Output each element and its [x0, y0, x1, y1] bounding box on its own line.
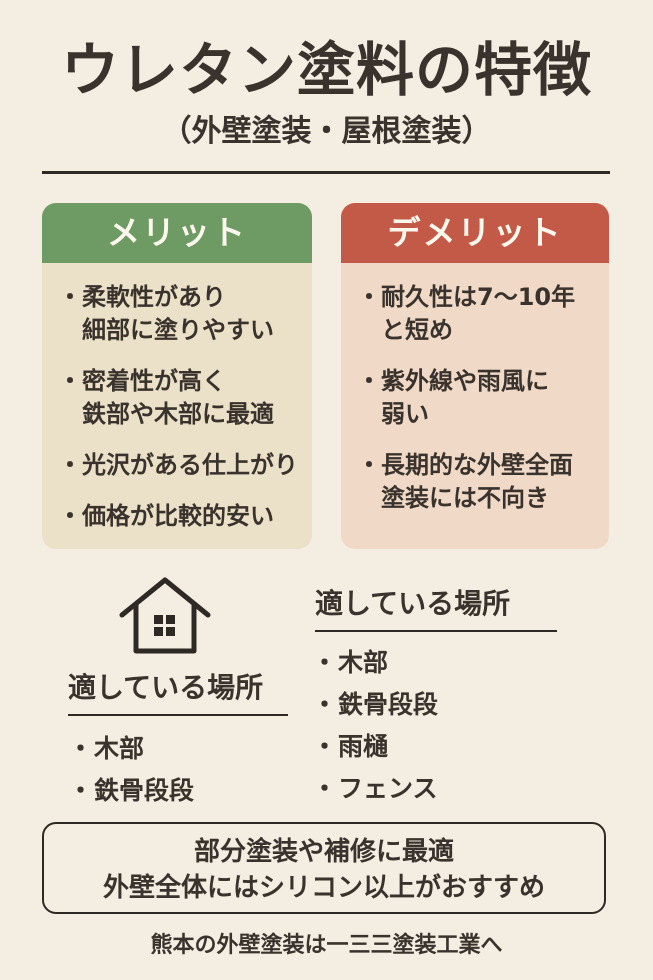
suitable-right-item: 木部: [312, 642, 438, 684]
merit-heading: メリット: [42, 203, 312, 263]
demerit-item-line: 塗装には不向き: [381, 484, 549, 512]
title-divider: [42, 171, 610, 174]
merit-item: 柔軟性があり 細部に塗りやすい: [58, 281, 312, 347]
demerit-list: 耐久性は7〜10年 と短め 紫外線や雨風に 弱い 長期的な外壁全面 塗装には不向…: [341, 263, 609, 515]
footer-text: 熊本の外壁塗装は一三三塗装工業へ: [150, 933, 503, 958]
recommendation-line-1: 部分塗装や補修に最適: [193, 837, 454, 867]
demerit-card: デメリット 耐久性は7〜10年 と短め 紫外線や雨風に 弱い 長期的な外壁全面 …: [341, 203, 609, 549]
merit-card: メリット 柔軟性があり 細部に塗りやすい 密着性が高く 鉄部や木部に最適 光沢が…: [42, 203, 312, 549]
merit-item-line: 細部に塗りやすい: [82, 316, 274, 344]
demerit-heading: デメリット: [341, 203, 609, 263]
merit-item-line: 柔軟性があり: [82, 283, 226, 311]
suitable-right-item: 雨樋: [312, 726, 438, 768]
merit-item: 価格が比較的安い: [58, 500, 312, 533]
suitable-left-item: 木部: [68, 728, 194, 770]
recommendation-box: 部分塗装や補修に最適 外壁全体にはシリコン以上がおすすめ: [42, 822, 606, 914]
demerit-item-line: 弱い: [381, 400, 429, 428]
demerit-item-line: 長期的な外壁全面: [381, 451, 573, 479]
recommendation-line-2: 外壁全体にはシリコン以上がおすすめ: [102, 873, 545, 903]
merit-item-line: 価格が比較的安い: [82, 502, 274, 530]
suitable-left-divider: [68, 714, 288, 716]
suitable-left-heading: 適している場所: [68, 671, 264, 704]
merit-item-line: 密着性が高く: [82, 367, 226, 395]
suitable-left-list: 木部 鉄骨段段: [68, 728, 194, 812]
suitable-right-item: フェンス: [312, 768, 438, 810]
page-subtitle: （外壁塗装・屋根塗装）: [161, 114, 492, 149]
merit-item-line: 鉄部や木部に最適: [82, 400, 274, 428]
suitable-right-divider: [315, 630, 557, 632]
suitable-right-heading: 適している場所: [315, 587, 511, 620]
page-title: ウレタン塗料の特徴: [60, 36, 592, 104]
merit-item: 密着性が高く 鉄部や木部に最適: [58, 365, 312, 431]
demerit-item: 長期的な外壁全面 塗装には不向き: [357, 449, 609, 515]
demerit-item: 耐久性は7〜10年 と短め: [357, 281, 609, 347]
merit-item: 光沢がある仕上がり: [58, 449, 312, 482]
demerit-item-line: 紫外線や雨風に: [381, 367, 549, 395]
suitable-right-list: 木部 鉄骨段段 雨樋 フェンス: [312, 642, 438, 810]
demerit-item: 紫外線や雨風に 弱い: [357, 365, 609, 431]
house-icon: [119, 577, 211, 654]
demerit-item-line: 耐久性は7〜10年: [381, 283, 576, 311]
merit-list: 柔軟性があり 細部に塗りやすい 密着性が高く 鉄部や木部に最適 光沢がある仕上が…: [42, 263, 312, 533]
suitable-left-item: 鉄骨段段: [68, 770, 194, 812]
suitable-right-item: 鉄骨段段: [312, 684, 438, 726]
demerit-item-line: と短め: [381, 316, 453, 344]
merit-item-line: 光沢がある仕上がり: [82, 451, 298, 479]
